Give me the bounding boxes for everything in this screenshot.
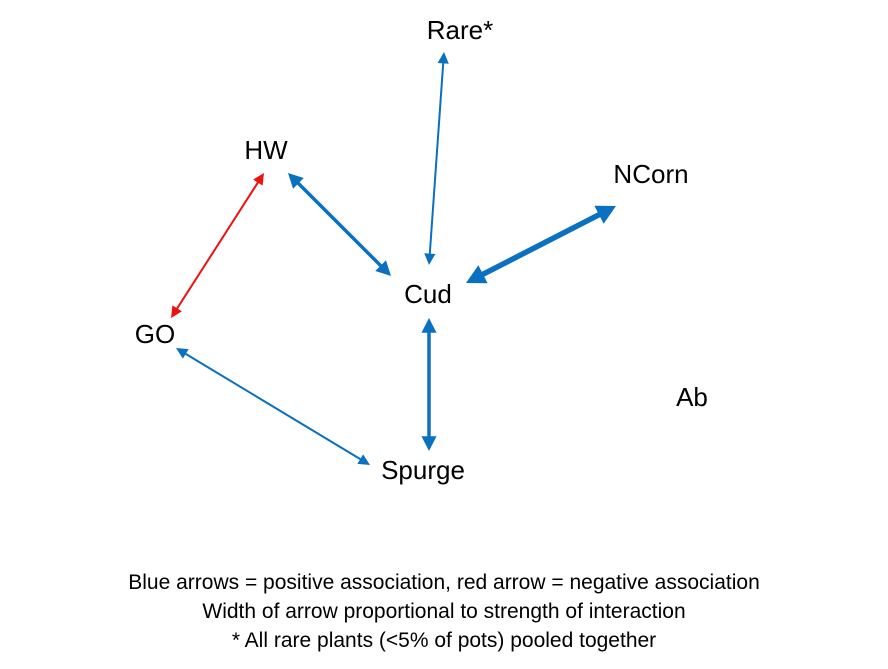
arrowhead-cud (421, 318, 437, 333)
caption-line-3: * All rare plants (<5% of pots) pooled t… (231, 629, 657, 652)
arrowhead-spurge (357, 454, 370, 465)
node-ncorn: NCorn (613, 159, 689, 189)
arrowhead-hw (288, 173, 304, 189)
edge-hw-cud (295, 180, 384, 269)
arrowhead-rare (437, 52, 449, 64)
edge-cud-rare (428, 61, 445, 256)
edge-go-spurge (183, 351, 363, 462)
node-go: GO (134, 319, 176, 349)
arrowhead-spurge (421, 436, 437, 451)
node-rare: Rare* (426, 15, 494, 45)
caption-line-1: Blue arrows = positive association, red … (128, 571, 760, 594)
edge-cud-ncorn (479, 211, 603, 278)
arrowhead-cud (424, 253, 436, 265)
arrowhead-cud (466, 265, 488, 284)
node-cud: Cud (404, 279, 452, 309)
node-ab: Ab (676, 382, 708, 412)
arrowhead-go (176, 348, 189, 359)
node-hw: HW (244, 135, 288, 165)
node-spurge: Spurge (381, 455, 465, 485)
arrowhead-go (171, 305, 182, 318)
arrowhead-hw (253, 173, 264, 186)
caption-line-2: Width of arrow proportional to strength … (202, 600, 686, 623)
arrowhead-ncorn (594, 205, 616, 224)
arrowhead-cud (375, 260, 391, 276)
edge-hw-go (175, 180, 260, 311)
